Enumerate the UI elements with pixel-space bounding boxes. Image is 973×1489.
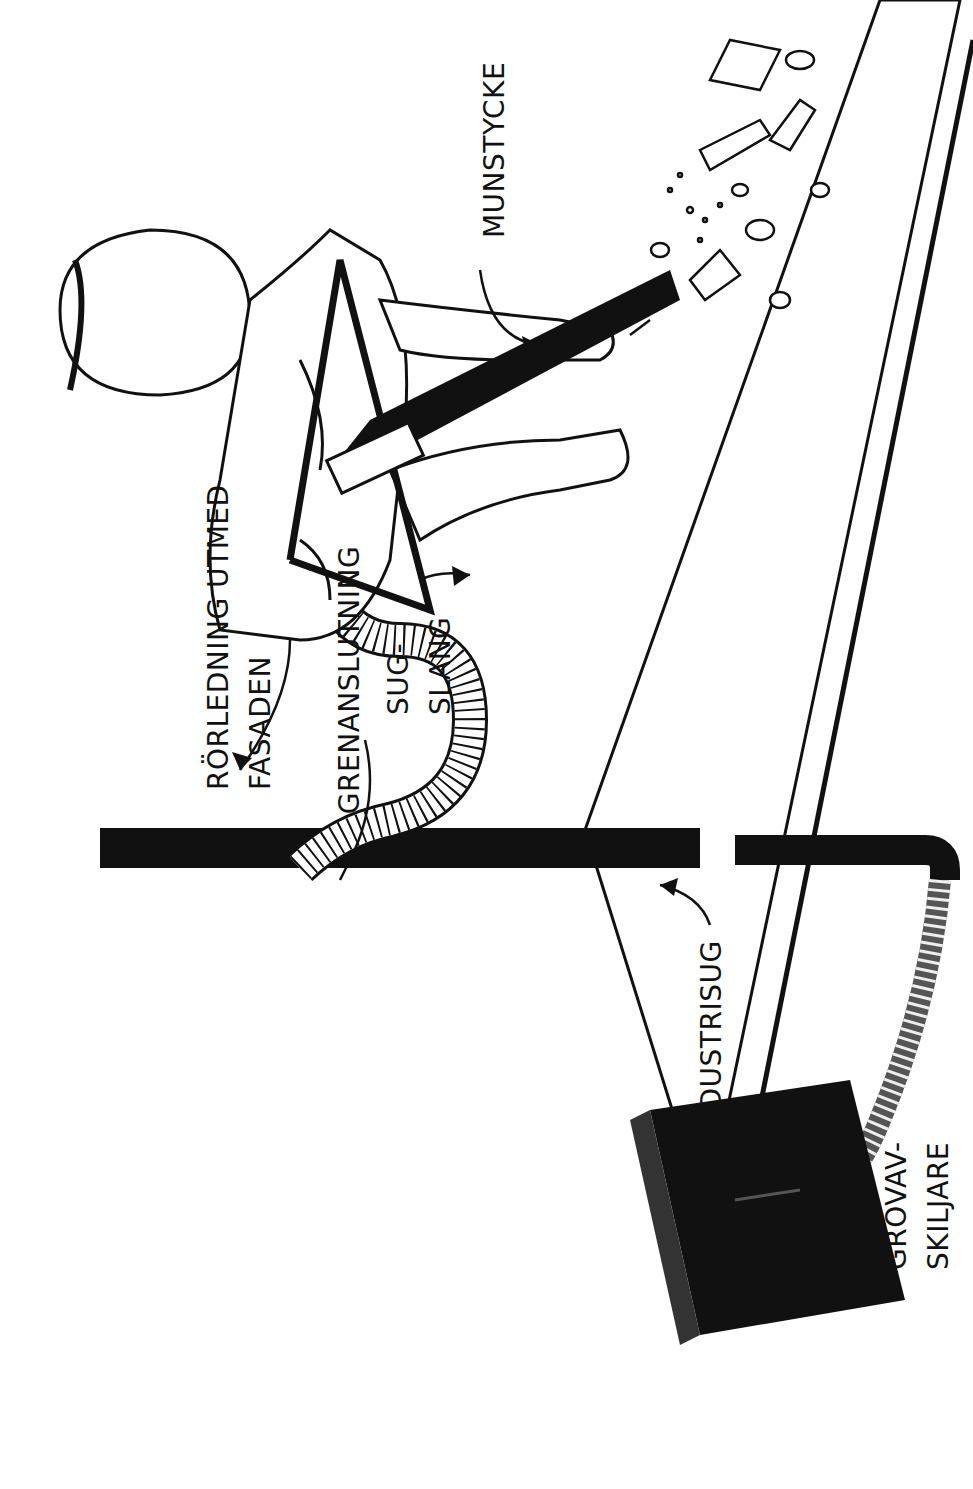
part-label: RÖRLEDNING UTMED FASADEN bbox=[198, 450, 282, 790]
arrowheads bbox=[232, 336, 678, 896]
part-label: MUNSTYCKE bbox=[474, 62, 516, 238]
part-label: INDUSTRISUG bbox=[691, 940, 733, 1139]
debris bbox=[625, 40, 829, 335]
part-label: GROVAV- SKILJARE bbox=[876, 1120, 960, 1270]
part-label: SUG- SLANG bbox=[378, 605, 462, 715]
floor-slab bbox=[585, 0, 973, 1232]
leader-lines bbox=[240, 270, 900, 1285]
industrial-vacuum bbox=[630, 1080, 905, 1345]
part-label: GRENANSLUTNING bbox=[329, 546, 371, 814]
